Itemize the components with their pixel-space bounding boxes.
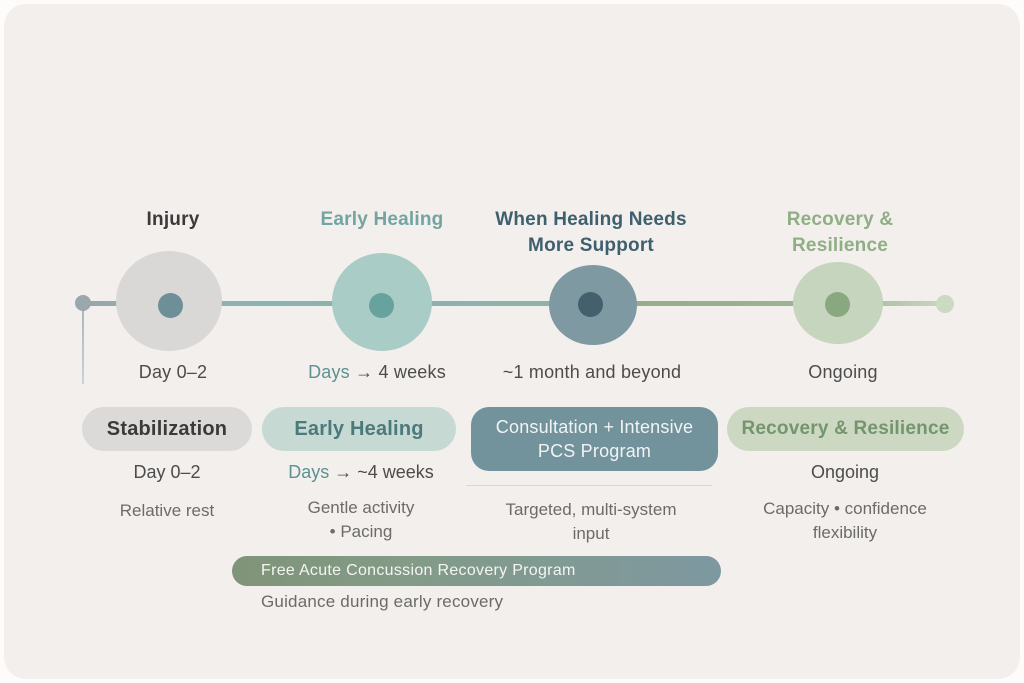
card-time-accent: Days xyxy=(288,462,330,482)
card-time-stabilization: Day 0–2 xyxy=(133,462,201,482)
infographic-canvas: Injury Early Healing When Healing Needs … xyxy=(4,4,1020,679)
card-desc-stabilization: Relative rest xyxy=(62,499,272,523)
card-pill-early-healing: Early Healing xyxy=(262,407,456,451)
stage-time-early-healing: Days → 4 weeks xyxy=(272,362,482,383)
desc-line: Gentle activity xyxy=(307,498,415,517)
program-banner: Free Acute Concussion Recovery Program xyxy=(232,556,721,586)
card-desc-pcs-program: Targeted, multi-system input xyxy=(480,498,702,546)
stage-time-accent: Days xyxy=(308,362,350,382)
timeline-start-dot xyxy=(75,295,91,311)
timeline-line xyxy=(84,301,944,306)
timeline-end-dot xyxy=(936,295,954,313)
card-pill-recovery-resilience: Recovery & Resilience xyxy=(727,407,964,451)
card-time-rest: → ~4 weeks xyxy=(329,462,434,482)
stage-header-recovery-resilience: Recovery & Resilience xyxy=(786,209,894,256)
stage-time-injury: Day 0–2 xyxy=(138,362,208,382)
desc-line: flexibility xyxy=(812,523,878,542)
card-desc-recovery: Capacity • confidence flexibility xyxy=(735,497,955,545)
timeline-marker-injury xyxy=(158,293,183,318)
card-time-early-healing: Days → ~4 weeks xyxy=(256,462,466,483)
stage-header-injury: Injury xyxy=(146,209,200,230)
desc-line: • Pacing xyxy=(329,522,393,541)
desc-line: Capacity • confidence xyxy=(763,499,927,518)
card-divider xyxy=(466,485,712,486)
timeline-marker-recovery xyxy=(825,292,850,317)
desc-line: input xyxy=(572,524,610,543)
stage-time-more-support: ~1 month and beyond xyxy=(502,362,682,382)
desc-line: Relative rest xyxy=(119,501,215,520)
stage-time-rest: → 4 weeks xyxy=(349,362,446,382)
card-desc-early-healing: Gentle activity • Pacing xyxy=(256,496,466,544)
card-pill-pcs-program: Consultation + Intensive PCS Program xyxy=(471,407,718,471)
stage-header-early-healing: Early Healing xyxy=(320,209,444,230)
stage-header-more-support: When Healing Needs More Support xyxy=(495,209,687,256)
timeline-marker-early-healing xyxy=(369,293,394,318)
card-time-recovery: Ongoing xyxy=(810,462,880,482)
card-pill-stabilization: Stabilization xyxy=(82,407,252,451)
program-banner-caption: Guidance during early recovery xyxy=(261,592,504,611)
stage-time-recovery: Ongoing xyxy=(808,362,878,382)
timeline-marker-more-support xyxy=(578,292,603,317)
desc-line: Targeted, multi-system xyxy=(505,500,677,519)
timeline-start-drop-line xyxy=(82,304,84,384)
program-banner-label: Free Acute Concussion Recovery Program xyxy=(261,562,576,579)
